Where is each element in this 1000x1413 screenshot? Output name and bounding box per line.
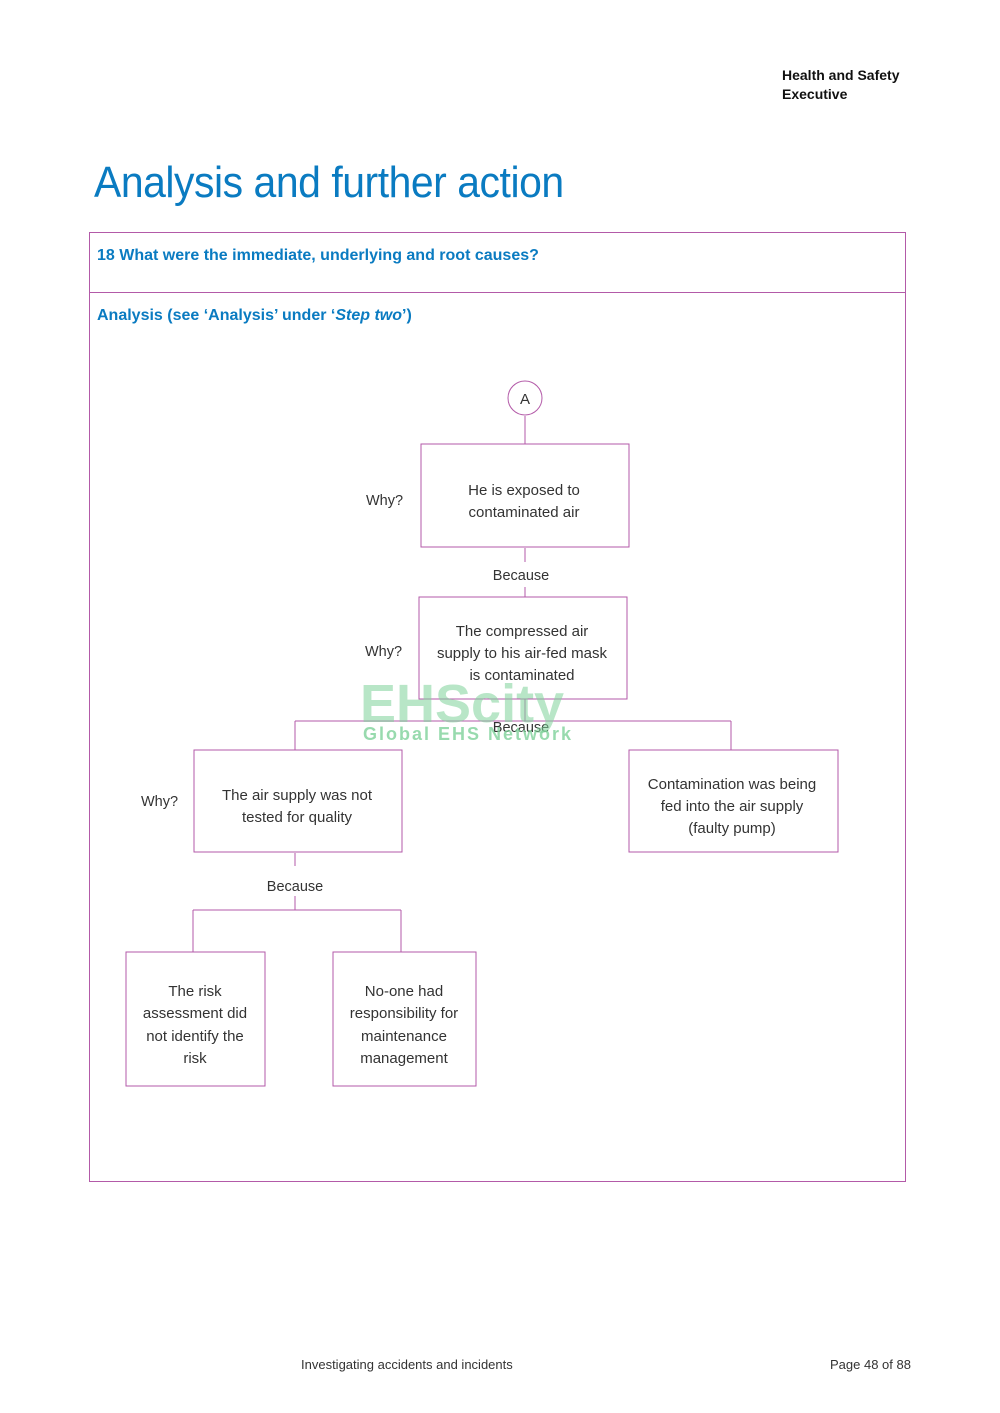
cause-box-2-line-2: supply to his air-fed mask	[437, 645, 608, 662]
analysis-heading-suffix: ’)	[402, 307, 412, 324]
because-label-3: Because	[267, 879, 323, 895]
cause-box-6-line-3: maintenance	[361, 1028, 447, 1045]
organisation-name: Health and Safety Executive	[782, 66, 899, 104]
watermark-tagline: Global EHS Network	[363, 724, 573, 744]
cause-box-5	[125, 951, 266, 1087]
cause-box-3-line-2: tested for quality	[242, 809, 353, 826]
cause-box-3	[193, 749, 403, 853]
diagram-connectors	[192, 416, 732, 952]
why-label-2: Why?	[365, 644, 402, 660]
cause-box-4-line-2: fed into the air supply	[661, 798, 804, 815]
cause-box-2-line-1: The compressed air	[456, 623, 589, 640]
analysis-heading-step: Step two	[335, 307, 402, 324]
because-label-1: Because	[493, 568, 549, 584]
because-label-2: Because	[493, 720, 549, 736]
cause-box-6-line-4: management	[360, 1050, 448, 1067]
cause-box-3-line-1: The air supply was not	[222, 787, 373, 804]
start-node-label: A	[520, 391, 530, 408]
cause-box-5-line-1: The risk	[168, 983, 222, 1000]
cause-box-5-line-3: not identify the	[146, 1028, 244, 1045]
cause-box-4	[628, 749, 839, 853]
cause-box-2	[418, 596, 628, 700]
cause-box-4-line-1: Contamination was being	[648, 776, 816, 793]
page-title: Analysis and further action	[94, 158, 564, 207]
cause-box-1-line-1: He is exposed to	[468, 482, 580, 499]
cause-box-5-line-4: risk	[183, 1050, 207, 1067]
cause-box-5-line-2: assessment did	[143, 1005, 247, 1022]
question-panel: 18 What were the immediate, underlying a…	[89, 232, 906, 1182]
cause-box-1-line-2: contaminated air	[469, 504, 580, 521]
watermark-logo: EHScity	[360, 674, 564, 734]
organisation-line-1: Health and Safety	[782, 67, 900, 83]
analysis-heading: Analysis (see ‘Analysis’ under ‘Step two…	[97, 307, 412, 325]
start-node-circle	[507, 380, 543, 416]
cause-box-4-line-3: (faulty pump)	[688, 820, 776, 837]
question-row: 18 What were the immediate, underlying a…	[90, 233, 905, 293]
footer-page-number: Page 48 of 88	[830, 1357, 911, 1372]
cause-box-1	[420, 443, 630, 548]
question-text: 18 What were the immediate, underlying a…	[97, 247, 539, 264]
cause-box-2-line-3: is contaminated	[469, 667, 574, 684]
why-label-3: Why?	[141, 794, 178, 810]
cause-box-6-line-2: responsibility for	[350, 1005, 458, 1022]
footer-document-title: Investigating accidents and incidents	[301, 1357, 513, 1372]
cause-box-6-line-1: No-one had	[365, 983, 443, 1000]
organisation-line-2: Executive	[782, 86, 848, 102]
why-label-1: Why?	[366, 493, 403, 509]
cause-box-6	[332, 951, 477, 1087]
analysis-heading-prefix: Analysis (see ‘Analysis’ under ‘	[97, 307, 336, 324]
